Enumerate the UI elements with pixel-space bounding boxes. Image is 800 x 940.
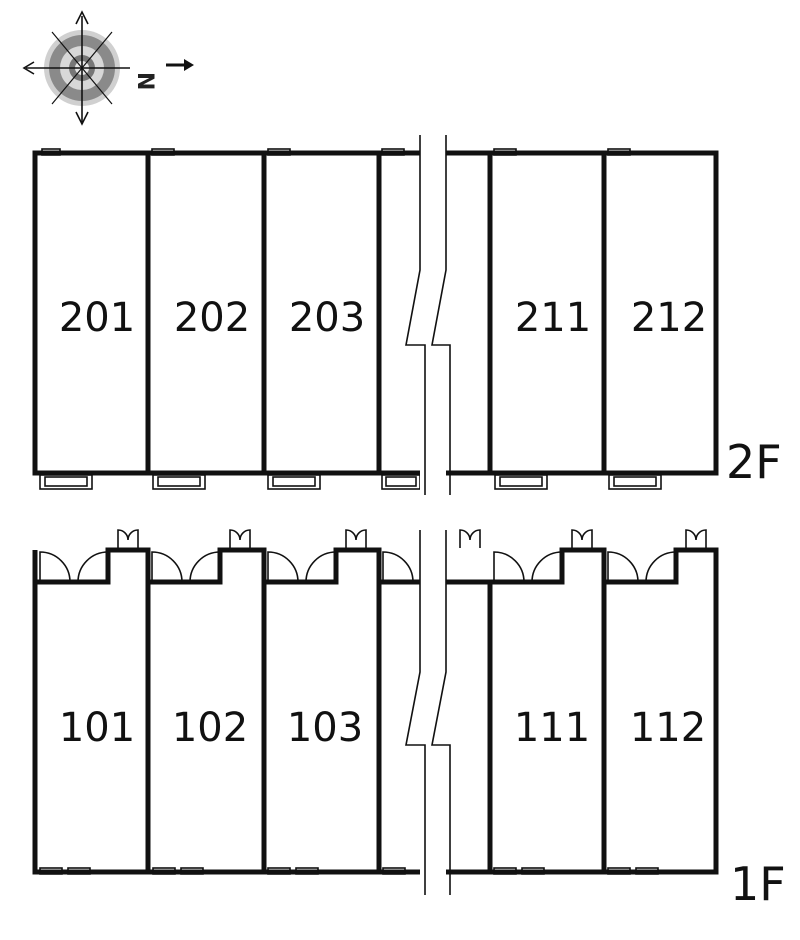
unit-label-203: 203 <box>289 295 365 341</box>
balconies-2f <box>39 474 662 490</box>
break-line-left-1f <box>405 530 426 895</box>
unit-partial-left <box>376 150 420 476</box>
unit-label-201: 201 <box>59 295 135 341</box>
unit-211 <box>487 150 607 476</box>
floor-1f <box>32 529 719 895</box>
unit-203 <box>261 150 382 476</box>
unit-label-212: 212 <box>631 295 707 341</box>
floor-2f <box>32 135 719 495</box>
unit-label-102: 102 <box>172 705 248 751</box>
window-marks-bottom-1f <box>39 867 659 875</box>
unit-202 <box>145 150 267 476</box>
door-swings-1f <box>39 551 677 583</box>
unit-label-211: 211 <box>515 295 591 341</box>
unit-label-101: 101 <box>59 705 135 751</box>
unit-label-111: 111 <box>514 705 590 751</box>
double-doors-1f <box>117 529 707 548</box>
break-line-right <box>431 135 451 495</box>
north-label: N <box>132 72 157 90</box>
unit-label-112: 112 <box>630 705 706 751</box>
break-line-left <box>405 135 426 495</box>
window-marks-top-2f <box>41 148 631 156</box>
unit-201 <box>32 150 151 476</box>
unit-partial-right <box>446 150 490 476</box>
break-line-right-1f <box>431 530 451 895</box>
unit-label-103: 103 <box>287 705 363 751</box>
floor-label-1f: 1F <box>730 857 786 911</box>
floor-label-2f: 2F <box>726 435 782 489</box>
unit-partial-left-1f <box>376 579 420 875</box>
unit-label-202: 202 <box>174 295 250 341</box>
unit-212 <box>601 150 719 476</box>
compass-icon <box>22 10 130 126</box>
unit-partial-right-1f <box>446 579 490 875</box>
north-arrow-icon <box>166 59 194 71</box>
